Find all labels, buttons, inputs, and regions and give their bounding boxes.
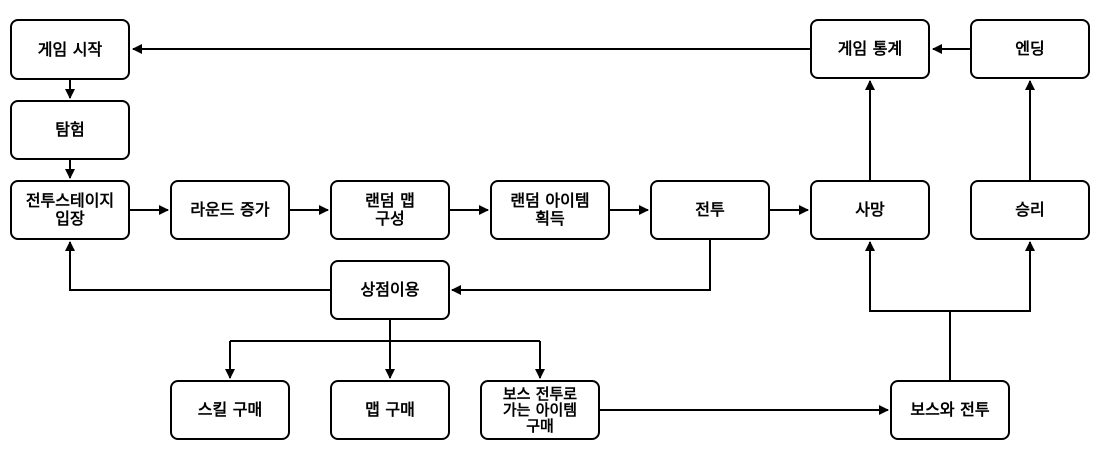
node-game-start-label: 게임 시작 — [37, 39, 103, 59]
node-boss-item-buy-label: 보스 전투로 가는 아이템 구매 — [502, 385, 578, 435]
node-skill-buy-label: 스킬 구매 — [197, 400, 263, 419]
node-random-map-label: 랜덤 맵 구성 — [365, 191, 415, 228]
edge-boss-to-death — [865, 241, 950, 312]
node-skill-buy[interactable]: 스킬 구매 — [170, 380, 290, 440]
edge-boss-to-victory — [950, 241, 1035, 312]
edge-shop-to-stage — [65, 241, 330, 291]
node-game-start[interactable]: 게임 시작 — [10, 19, 130, 80]
node-boss-battle[interactable]: 보스와 전투 — [890, 380, 1010, 440]
node-explore-label: 탐험 — [55, 120, 85, 139]
node-battle-label: 전투 — [695, 200, 725, 219]
node-random-item[interactable]: 랜덤 아이템 획득 — [490, 180, 610, 240]
node-random-item-label: 랜덤 아이템 획득 — [510, 191, 590, 228]
node-ending[interactable]: 엔딩 — [970, 19, 1090, 79]
node-explore[interactable]: 탐험 — [10, 100, 130, 160]
node-shop-use-label: 상점이용 — [360, 280, 420, 299]
node-game-stats[interactable]: 게임 통계 — [810, 19, 930, 79]
node-round-increase[interactable]: 라운드 증가 — [170, 180, 290, 240]
node-battle-stage-enter-label: 전투스테이지 입장 — [25, 191, 115, 228]
node-victory[interactable]: 승리 — [970, 180, 1090, 240]
node-death[interactable]: 사망 — [810, 180, 930, 240]
node-battle[interactable]: 전투 — [650, 180, 770, 240]
node-random-map[interactable]: 랜덤 맵 구성 — [330, 180, 450, 240]
node-map-buy-label: 맵 구매 — [365, 400, 415, 419]
node-map-buy[interactable]: 맵 구매 — [330, 380, 450, 440]
node-boss-item-buy[interactable]: 보스 전투로 가는 아이템 구매 — [480, 380, 600, 440]
node-victory-label: 승리 — [1015, 200, 1045, 219]
node-death-label: 사망 — [855, 200, 885, 219]
node-boss-battle-label: 보스와 전투 — [910, 400, 990, 419]
edge-battle-to-shop — [451, 240, 711, 295]
node-battle-stage-enter[interactable]: 전투스테이지 입장 — [10, 180, 130, 240]
node-round-increase-label: 라운드 증가 — [190, 200, 270, 219]
node-ending-label: 엔딩 — [1015, 39, 1045, 58]
node-game-stats-label: 게임 통계 — [837, 39, 903, 58]
node-shop-use[interactable]: 상점이용 — [330, 260, 450, 320]
